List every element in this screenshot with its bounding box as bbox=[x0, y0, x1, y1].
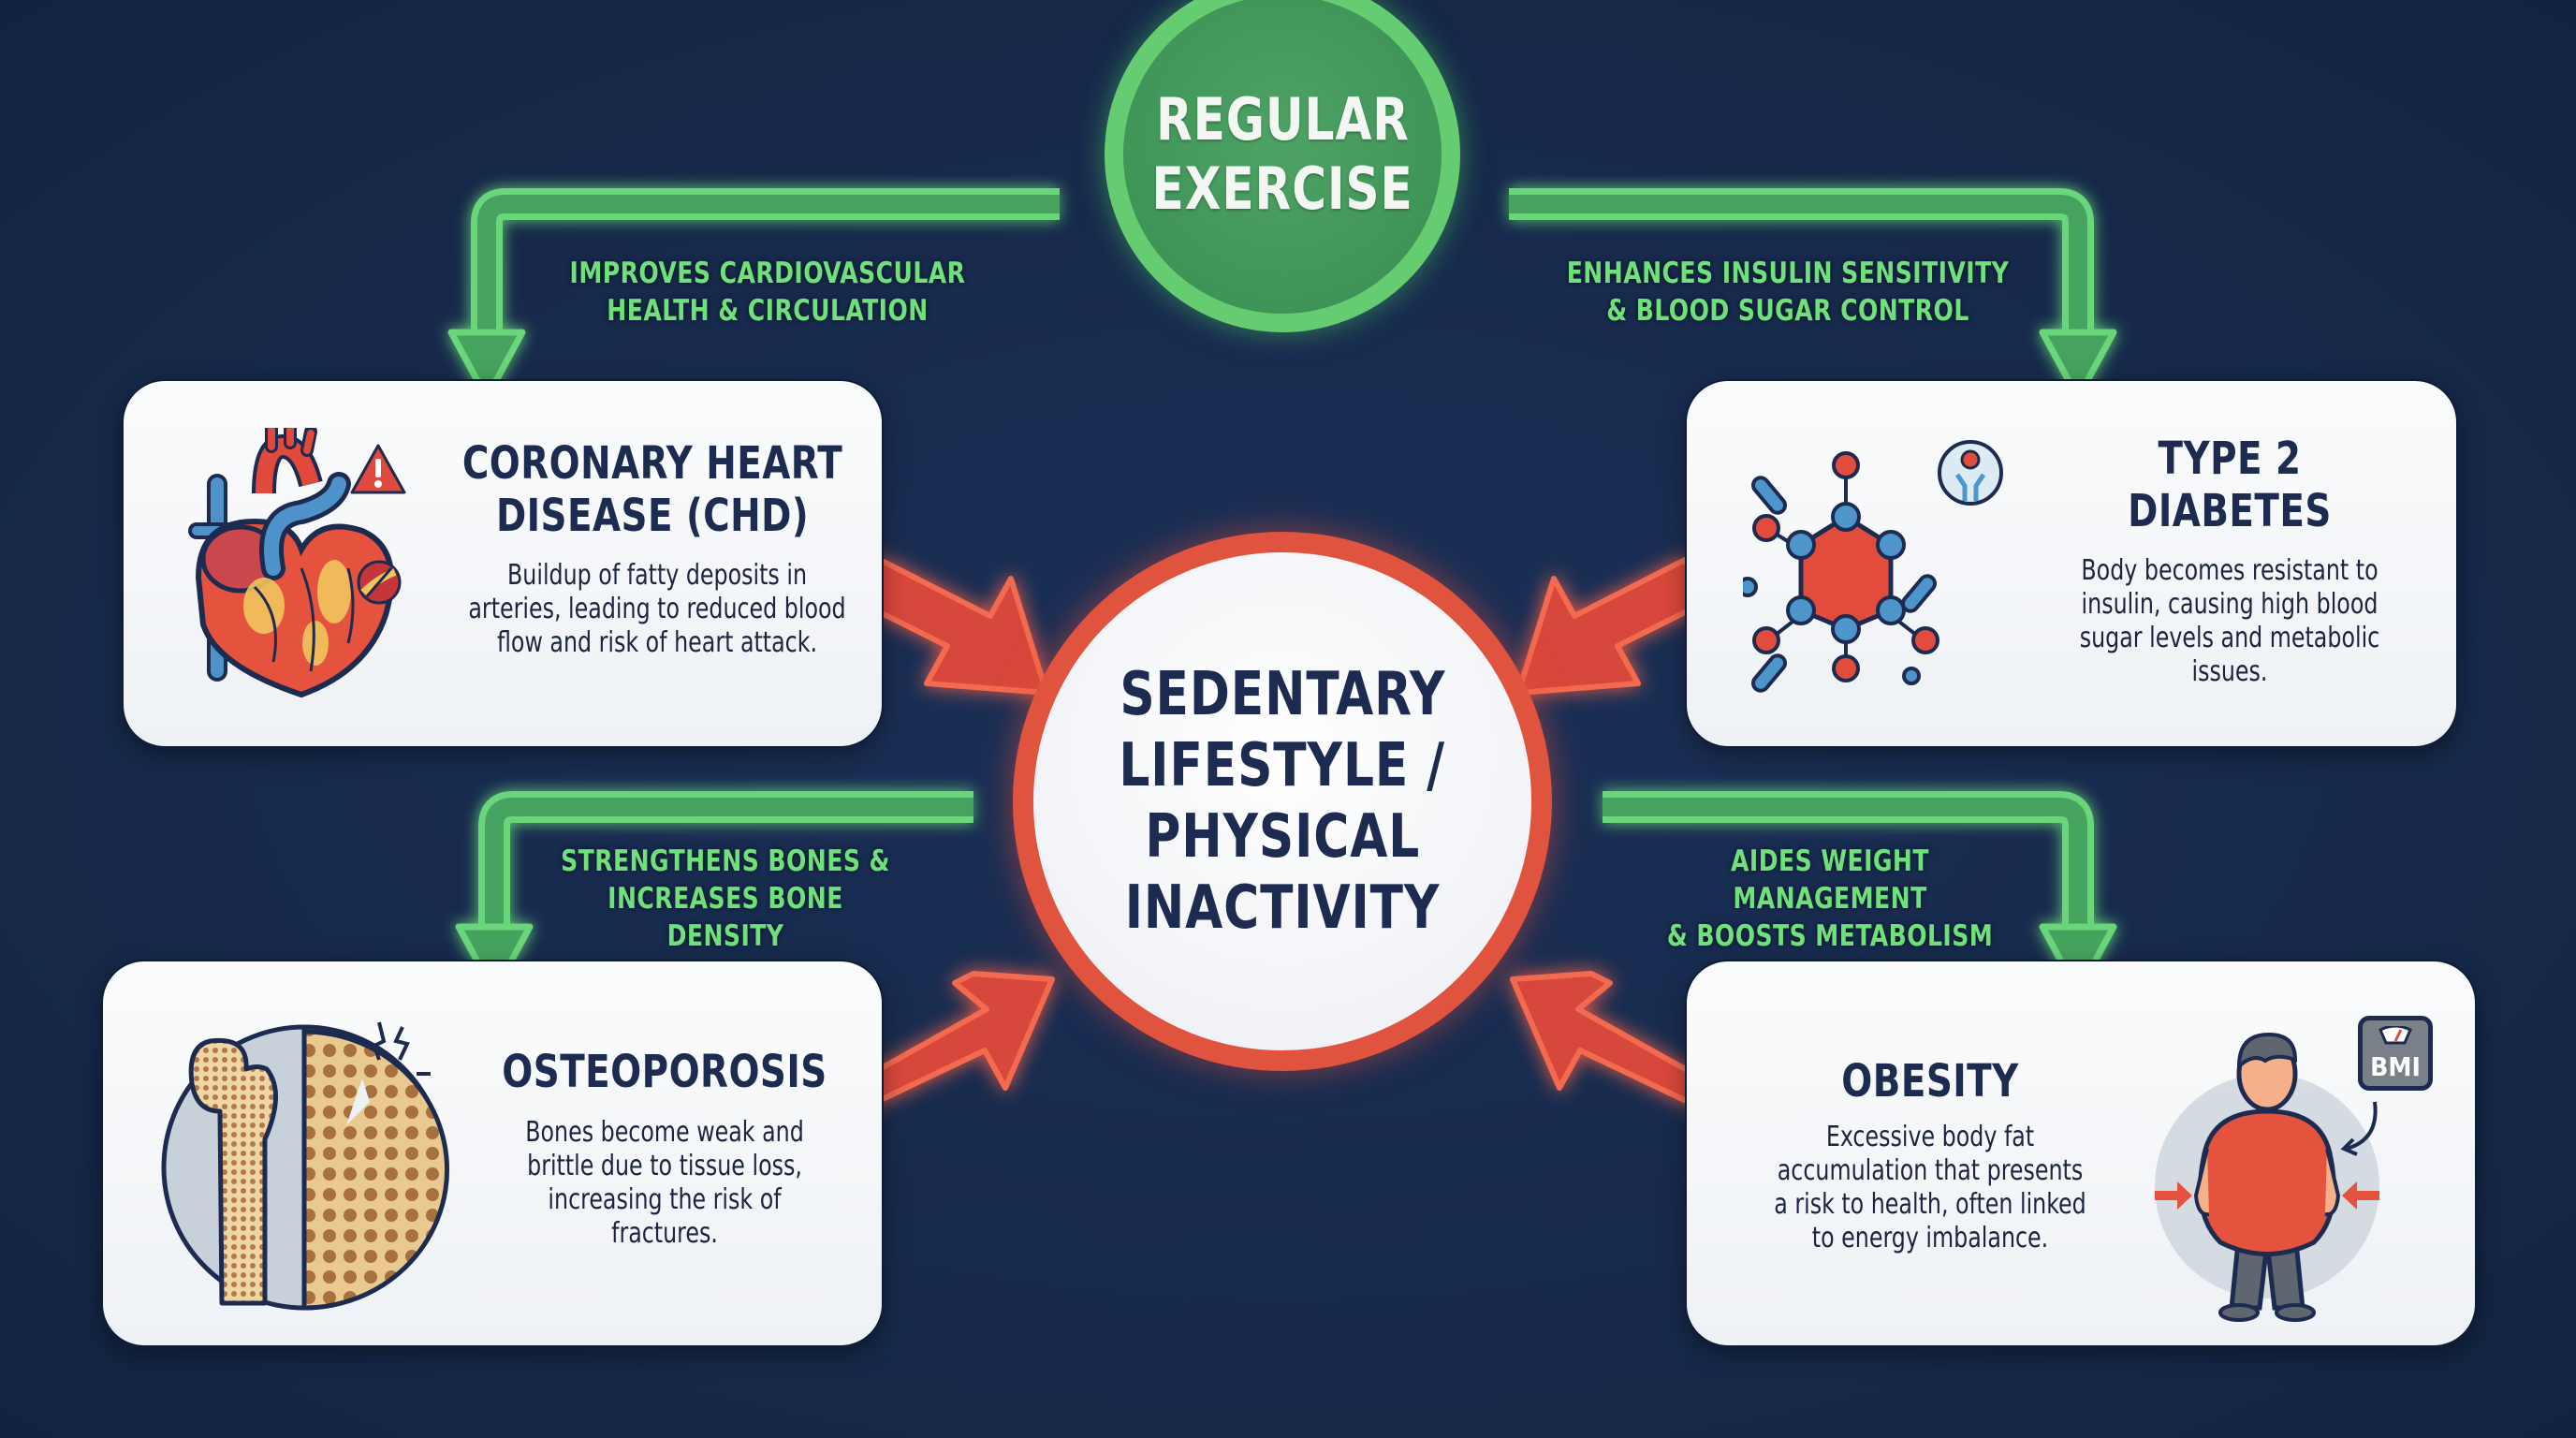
card-coronary-heart-disease: CORONARY HEART DISEASE (CHD) Buildup of … bbox=[122, 379, 884, 748]
desc-line: Excessive body fat bbox=[1825, 1121, 2035, 1153]
benefit-line: AIDES WEIGHT MANAGEMENT bbox=[1731, 844, 1929, 916]
benefit-label-insulin: ENHANCES INSULIN SENSITIVITY & BLOOD SUG… bbox=[1560, 255, 2015, 330]
green-arrow-bottom-right bbox=[1603, 791, 2117, 996]
desc-line: Buildup of fatty deposits in bbox=[506, 559, 808, 592]
desc-line: brittle due to tissue loss, bbox=[527, 1150, 802, 1182]
desc-line: Body becomes resistant to bbox=[2081, 554, 2378, 587]
desc-line: accumulation that presents bbox=[1777, 1154, 2084, 1187]
benefit-line: & BLOOD SUGAR CONTROL bbox=[1606, 294, 1969, 328]
green-arrow-top-left bbox=[447, 188, 1060, 402]
center-label-line2: LIFESTYLE / bbox=[1119, 731, 1446, 800]
molecule-icon bbox=[1743, 451, 1939, 693]
blocked-artery-icon bbox=[357, 560, 402, 605]
heart-icon bbox=[188, 428, 395, 698]
benefit-line: ENHANCES INSULIN SENSITIVITY bbox=[1566, 257, 2010, 290]
benefit-label-cardiovascular: IMPROVES CARDIOVASCULAR HEALTH & CIRCULA… bbox=[549, 255, 987, 330]
card-osteoporosis: OSTEOPOROSIS Bones become weak and britt… bbox=[101, 960, 884, 1347]
desc-line: sugar levels and metabolic bbox=[2079, 622, 2380, 654]
desc-line: Bones become weak and bbox=[525, 1116, 804, 1149]
card-description: Buildup of fatty deposits in arteries, l… bbox=[460, 559, 855, 660]
exercise-label-line2: EXERCISE bbox=[1151, 154, 1413, 223]
benefit-label-bones: STRENGTHENS BONES & INCREASES BONE DENSI… bbox=[553, 843, 899, 955]
card-type-2-diabetes: TYPE 2 DIABETES Body becomes resistant t… bbox=[1685, 379, 2458, 748]
red-arrow-from-diabetes bbox=[1515, 557, 1714, 696]
scale-gauge-icon bbox=[2378, 1026, 2412, 1045]
desc-line: a risk to health, often linked bbox=[1774, 1188, 2086, 1221]
exercise-label-line1: REGULAR bbox=[1155, 85, 1410, 154]
card-title: OSTEOPOROSIS bbox=[479, 1046, 850, 1098]
regular-exercise-node: REGULAR EXERCISE bbox=[1105, 0, 1460, 332]
benefit-label-weight: AIDES WEIGHT MANAGEMENT & BOOSTS METABOL… bbox=[1632, 843, 2028, 955]
red-arrow-from-obesity bbox=[1510, 971, 1721, 1108]
insulin-receptor-icon bbox=[1938, 440, 2003, 506]
center-label-line4: INACTIVITY bbox=[1124, 873, 1441, 943]
title-line: DIABETES bbox=[2128, 485, 2332, 537]
benefit-line: & BOOSTS METABOLISM bbox=[1666, 919, 1994, 953]
person-icon bbox=[2155, 1032, 2379, 1322]
red-arrow-from-osteoporosis bbox=[843, 971, 1055, 1108]
bmi-badge: BMI bbox=[2358, 1016, 2433, 1091]
desc-line: insulin, causing high blood bbox=[2081, 588, 2378, 621]
title-line: TYPE 2 bbox=[2158, 433, 2302, 485]
desc-line: fractures. bbox=[611, 1217, 718, 1250]
benefit-line: HEALTH & CIRCULATION bbox=[607, 294, 929, 328]
desc-line: flow and risk of heart attack. bbox=[496, 626, 818, 659]
title-line: OSTEOPOROSIS bbox=[502, 1046, 827, 1098]
title-line: CORONARY HEART bbox=[461, 437, 843, 490]
benefit-line: STRENGTHENS BONES & bbox=[561, 844, 890, 878]
card-title: TYPE 2 DIABETES bbox=[2053, 433, 2407, 537]
warning-icon bbox=[350, 444, 406, 494]
green-arrow-top-right bbox=[1509, 188, 2117, 402]
desc-line: to energy imbalance. bbox=[1811, 1222, 2049, 1255]
card-description: Excessive body fat accumulation that pre… bbox=[1741, 1121, 2120, 1255]
desc-line: increasing the risk of bbox=[548, 1183, 782, 1216]
bmi-label: BMI bbox=[2370, 1051, 2421, 1082]
title-line: DISEASE (CHD) bbox=[495, 490, 810, 542]
card-title: OBESITY bbox=[1745, 1055, 2115, 1108]
sedentary-lifestyle-node: SEDENTARY LIFESTYLE / PHYSICAL INACTIVIT… bbox=[1013, 532, 1552, 1071]
benefit-line: IMPROVES CARDIOVASCULAR bbox=[569, 257, 966, 290]
center-label-line3: PHYSICAL bbox=[1145, 802, 1420, 872]
benefit-line: INCREASES BONE DENSITY bbox=[607, 882, 843, 953]
card-title: CORONARY HEART DISEASE (CHD) bbox=[455, 437, 851, 542]
card-obesity: OBESITY Excessive body fat accumulation … bbox=[1685, 960, 2477, 1347]
bone-icon bbox=[161, 1021, 450, 1311]
desc-line: issues. bbox=[2191, 655, 2268, 688]
card-description: Body becomes resistant to insulin, causi… bbox=[2056, 554, 2403, 689]
title-line: OBESITY bbox=[1841, 1055, 2019, 1108]
center-label-line1: SEDENTARY bbox=[1120, 660, 1445, 729]
card-description: Bones become weak and brittle due to tis… bbox=[483, 1116, 845, 1251]
desc-line: arteries, leading to reduced blood bbox=[468, 593, 846, 625]
